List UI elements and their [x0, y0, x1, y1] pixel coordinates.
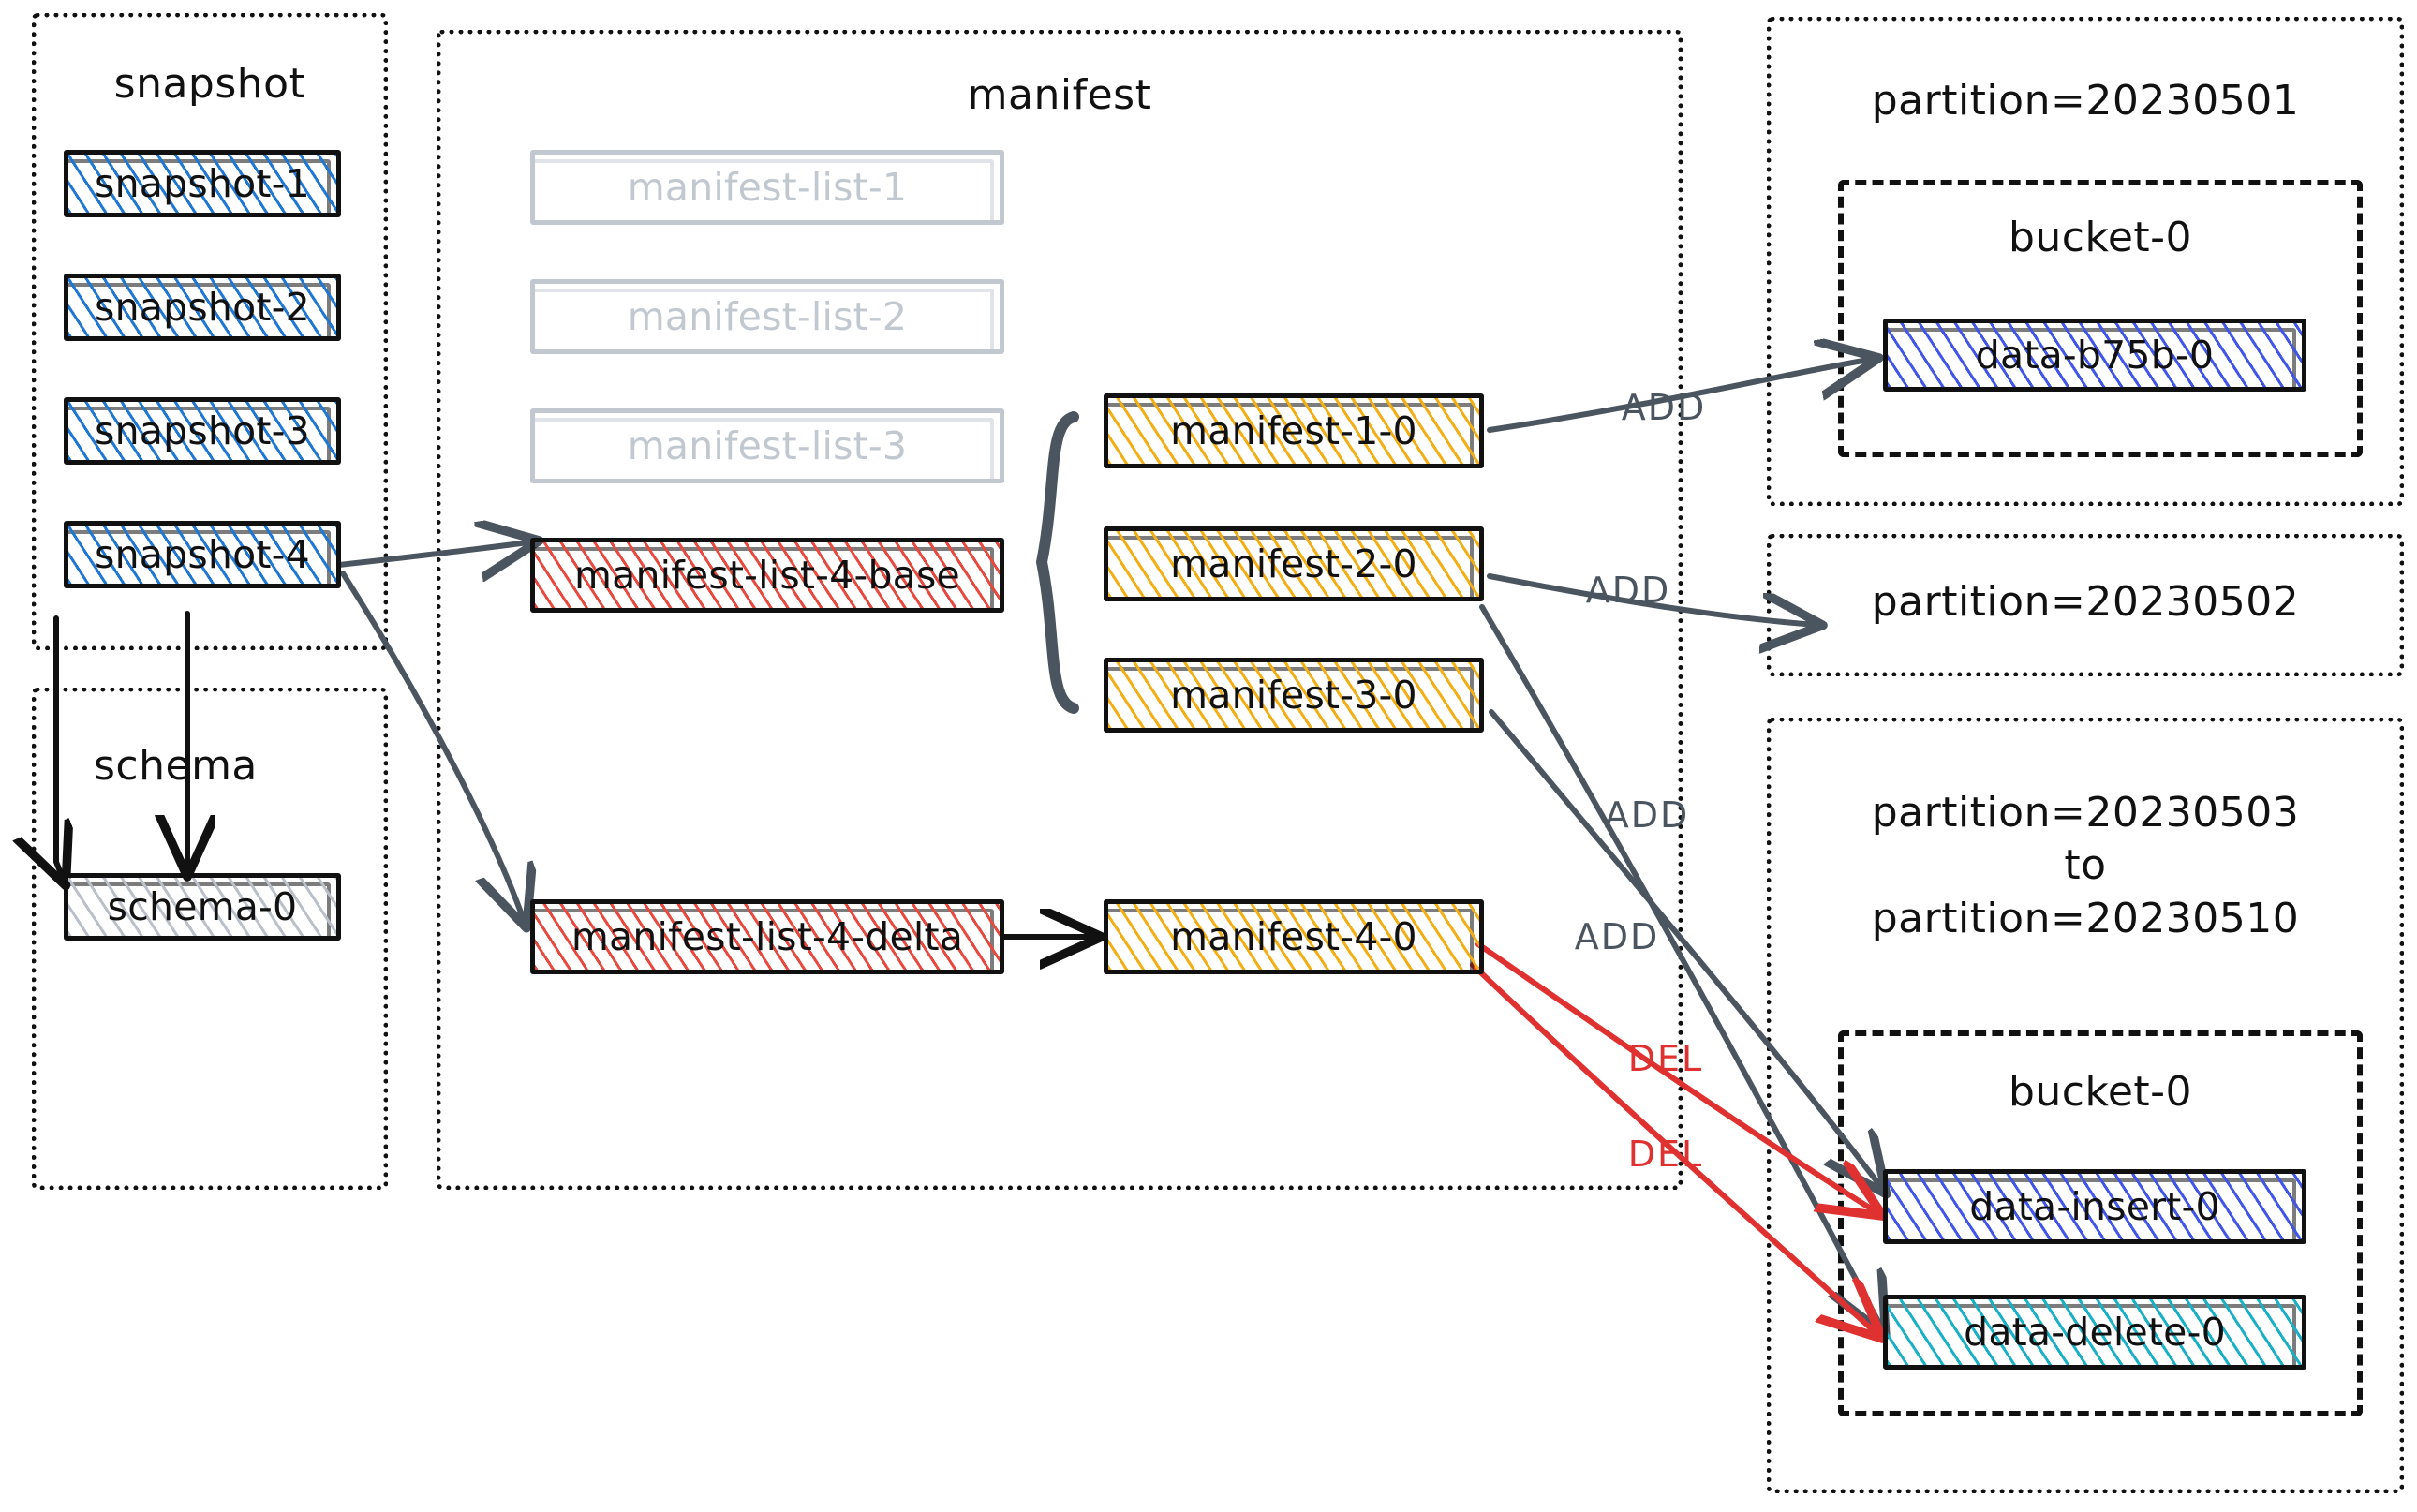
node-label: manifest-2-0: [1170, 541, 1417, 586]
edge-label-add-2: ADD: [1585, 570, 1671, 611]
edge-label-add-1: ADD: [1621, 387, 1707, 428]
zone-bucket-0-top-title: bucket-0: [2008, 214, 2193, 261]
node-label: schema-0: [107, 884, 298, 929]
node-label: manifest-list-2: [627, 294, 908, 339]
node-snapshot-3[interactable]: snapshot-3: [64, 397, 341, 465]
node-label: manifest-list-3: [627, 423, 908, 468]
node-label: data-delete-0: [1964, 1310, 2226, 1355]
node-data-delete-0[interactable]: data-delete-0: [1883, 1295, 2306, 1370]
zone-snapshot-title: snapshot: [113, 60, 306, 108]
node-snapshot-4[interactable]: snapshot-4: [64, 521, 341, 588]
edge-label-del-1: DEL: [1627, 1038, 1704, 1079]
node-manifest-list-4-base[interactable]: manifest-list-4-base: [530, 538, 1004, 613]
zone-schema-title: schema: [94, 742, 258, 790]
edge-label-add-4: ADD: [1574, 916, 1660, 957]
node-data-b75b-0[interactable]: data-b75b-0: [1883, 319, 2306, 392]
zone-bucket-0-bottom-title: bucket-0: [2008, 1068, 2193, 1116]
node-label: snapshot-2: [95, 285, 310, 330]
node-manifest-list-2[interactable]: manifest-list-2: [530, 279, 1004, 354]
node-manifest-list-4-delta[interactable]: manifest-list-4-delta: [530, 899, 1004, 974]
node-label: manifest-3-0: [1170, 673, 1417, 718]
node-label: manifest-4-0: [1170, 914, 1417, 959]
zone-partition-20230501-title: partition=20230501: [1871, 77, 2300, 125]
node-label: snapshot-4: [95, 532, 310, 577]
node-snapshot-2[interactable]: snapshot-2: [64, 274, 341, 341]
zone-bucket-0-top: [1838, 180, 2363, 457]
node-manifest-2-0[interactable]: manifest-2-0: [1104, 526, 1484, 601]
node-label: snapshot-1: [95, 161, 310, 206]
node-label: manifest-list-4-delta: [571, 914, 964, 959]
node-data-insert-0[interactable]: data-insert-0: [1883, 1169, 2306, 1244]
node-label: manifest-1-0: [1170, 408, 1417, 453]
node-manifest-4-0[interactable]: manifest-4-0: [1104, 899, 1484, 974]
node-label: snapshot-3: [95, 408, 310, 453]
node-manifest-3-0[interactable]: manifest-3-0: [1104, 658, 1484, 733]
node-label: data-insert-0: [1969, 1184, 2220, 1229]
node-manifest-list-1[interactable]: manifest-list-1: [530, 150, 1004, 225]
zone-partition-20230501: [1767, 17, 2404, 506]
node-manifest-list-3[interactable]: manifest-list-3: [530, 408, 1004, 483]
node-manifest-1-0[interactable]: manifest-1-0: [1104, 393, 1484, 468]
node-label: manifest-list-1: [627, 165, 908, 210]
zone-schema: [32, 688, 388, 1190]
zone-snapshot: [32, 13, 388, 650]
edge-label-add-3: ADD: [1604, 794, 1690, 836]
node-label: data-b75b-0: [1975, 333, 2215, 378]
zone-manifest-title: manifest: [967, 71, 1152, 119]
node-label: manifest-list-4-base: [574, 553, 960, 598]
zone-partition-20230503-to-20230510-title: partition=20230503 to partition=20230510: [1871, 789, 2300, 942]
zone-partition-20230502-title: partition=20230502: [1871, 578, 2300, 626]
node-snapshot-1[interactable]: snapshot-1: [64, 150, 341, 217]
node-schema-0[interactable]: schema-0: [64, 873, 341, 941]
edge-label-del-2: DEL: [1627, 1134, 1704, 1175]
